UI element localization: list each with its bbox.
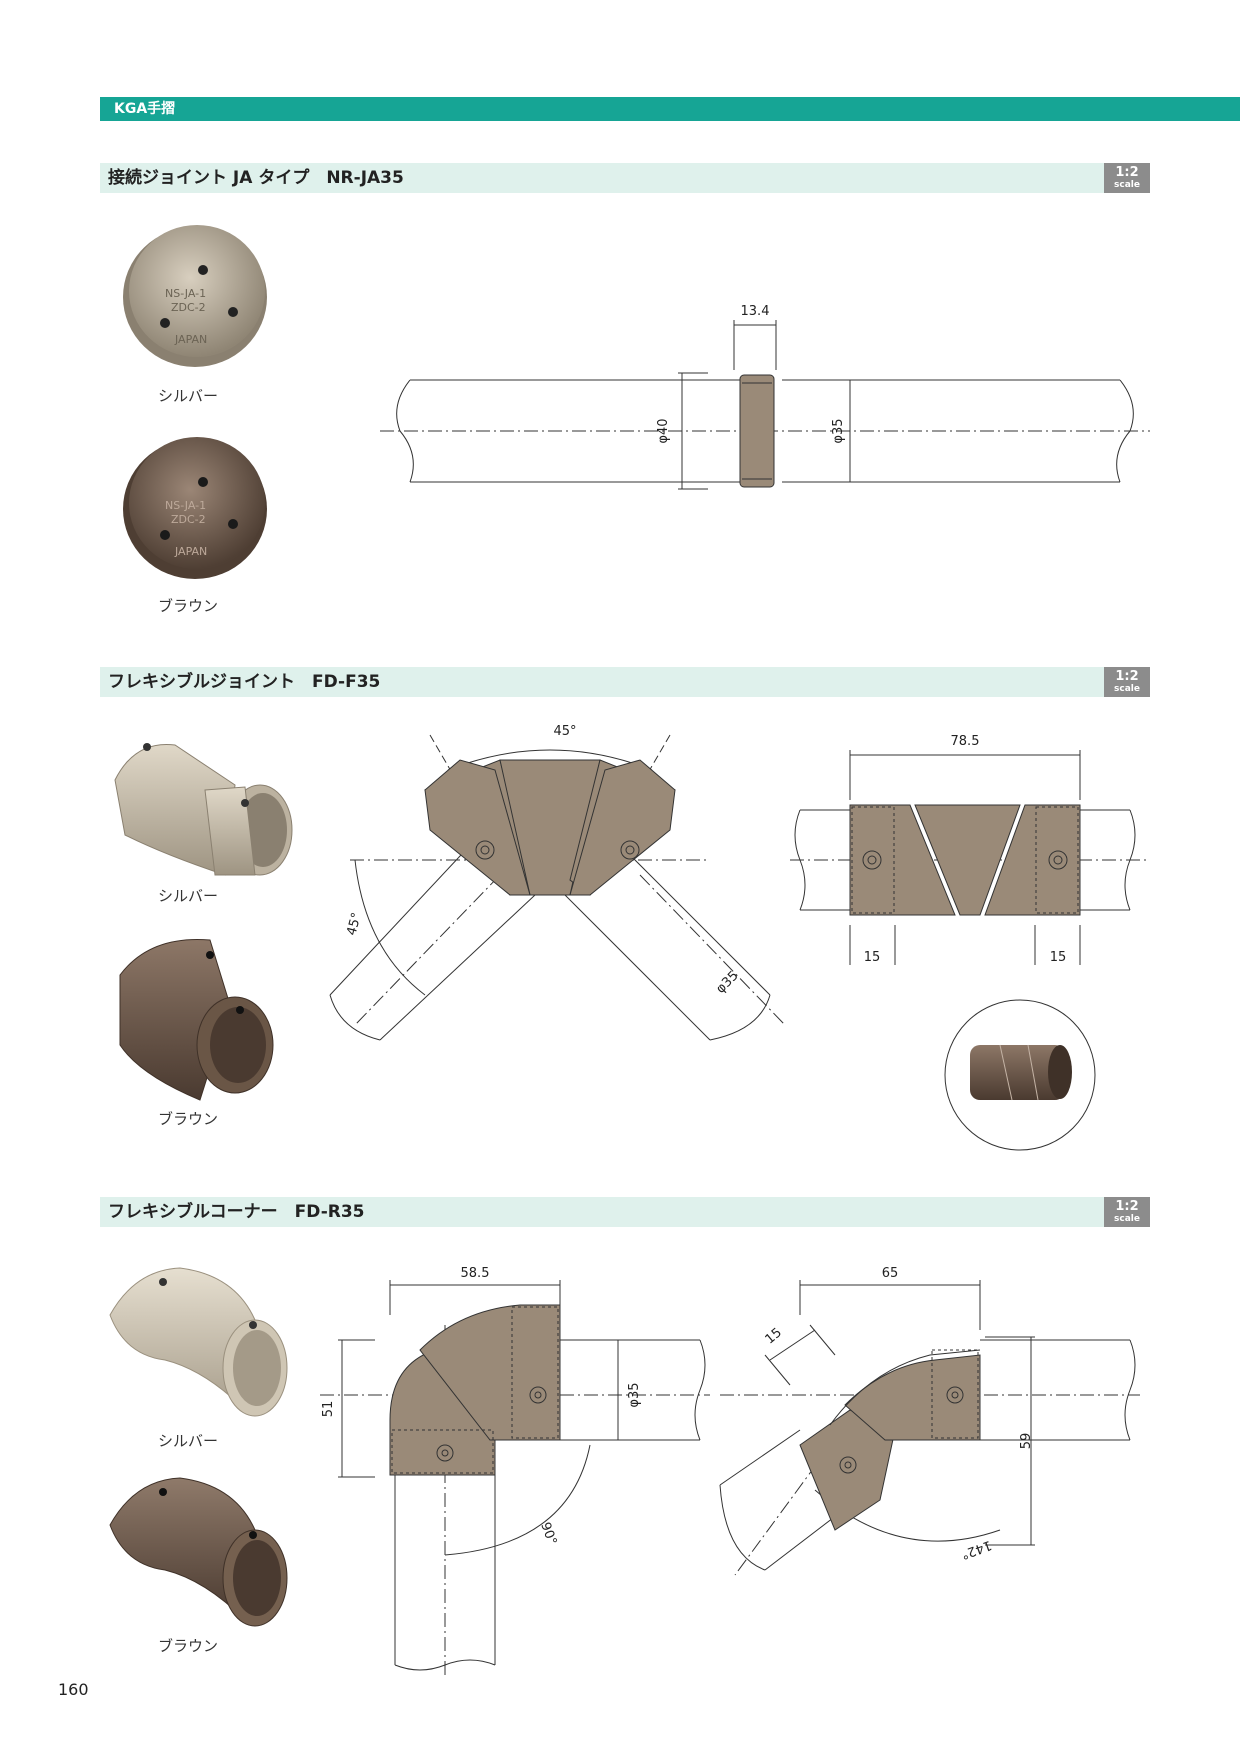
technical-drawing-f35-angle: 45° 45° φ35 bbox=[329, 724, 786, 1041]
dim-end-left: 15 bbox=[864, 950, 881, 965]
section-title: 接続ジョイント JA タイプ NR-JA35 bbox=[108, 168, 404, 188]
variant-label-silver: シルバー bbox=[158, 887, 219, 905]
variant-label-brown: ブラウン bbox=[158, 1637, 219, 1655]
scale-unit: scale bbox=[1114, 684, 1140, 694]
dim-end-right: 15 bbox=[1050, 950, 1067, 965]
dim-height-b: 59 bbox=[1019, 1433, 1034, 1450]
product-photo-brown bbox=[119, 938, 274, 1101]
page-number: 160 bbox=[58, 1680, 89, 1699]
svg-text:ZDC-2: ZDC-2 bbox=[171, 513, 206, 526]
scale-ratio: 1:2 bbox=[1115, 165, 1139, 180]
svg-text:ZDC-2: ZDC-2 bbox=[171, 301, 206, 314]
section-header-f35: フレキシブルジョイント FD-F35 1:2 scale bbox=[100, 667, 1150, 697]
dim-end-b: 15 bbox=[763, 1325, 785, 1347]
technical-drawing-f35-straight: 78.5 15 15 bbox=[790, 734, 1150, 965]
scale-ratio: 1:2 bbox=[1115, 1199, 1139, 1214]
scale-badge: 1:2 scale bbox=[1104, 1197, 1150, 1227]
scale-badge: 1:2 scale bbox=[1104, 163, 1150, 193]
variant-label-silver: シルバー bbox=[158, 1432, 219, 1450]
dim-pipe-dia: φ35 bbox=[713, 968, 741, 996]
technical-drawing-r35-142: 65 15 59 142° bbox=[719, 1266, 1140, 1576]
scale-badge: 1:2 scale bbox=[1104, 667, 1150, 697]
dim-angle-b: 142° bbox=[959, 1537, 994, 1562]
category-label: KGA手摺 bbox=[114, 101, 176, 117]
dim-angle-top: 45° bbox=[553, 724, 576, 739]
product-photo-brown bbox=[109, 1477, 288, 1627]
category-header: KGA手摺 bbox=[100, 97, 1240, 121]
section-title: フレキシブルジョイント FD-F35 bbox=[108, 672, 381, 692]
section-header-r35: フレキシブルコーナー FD-R35 1:2 scale bbox=[100, 1197, 1150, 1227]
technical-drawing-ja35: 13.4 φ40 φ35 bbox=[380, 304, 1150, 490]
variant-label-brown: ブラウン bbox=[158, 1110, 219, 1128]
svg-text:JAPAN: JAPAN bbox=[174, 333, 207, 346]
product-photo-silver: NS-JA-1 ZDC-2 JAPAN bbox=[123, 225, 267, 367]
dim-pipe-dia: φ35 bbox=[831, 418, 846, 443]
section-header-ja35: 接続ジョイント JA タイプ NR-JA35 1:2 scale bbox=[100, 163, 1150, 193]
dim-width-a: 58.5 bbox=[461, 1266, 490, 1281]
scale-unit: scale bbox=[1114, 180, 1140, 190]
product-photo-brown: NS-JA-1 ZDC-2 JAPAN bbox=[123, 437, 267, 579]
technical-drawing-r35-90: 58.5 51 φ35 90° bbox=[320, 1266, 710, 1675]
svg-text:NS-JA-1: NS-JA-1 bbox=[165, 287, 206, 300]
svg-text:NS-JA-1: NS-JA-1 bbox=[165, 499, 206, 512]
dim-pipe-dia: φ35 bbox=[627, 1382, 642, 1407]
product-photo-silver bbox=[114, 743, 293, 876]
dim-length: 78.5 bbox=[951, 734, 980, 749]
dim-width: 13.4 bbox=[741, 304, 770, 319]
variant-label-brown: ブラウン bbox=[158, 597, 219, 615]
dim-outer-dia: φ40 bbox=[656, 418, 671, 443]
product-photo-silver bbox=[109, 1267, 288, 1417]
scale-ratio: 1:2 bbox=[1115, 669, 1139, 684]
svg-text:JAPAN: JAPAN bbox=[174, 545, 207, 558]
dim-height-a: 51 bbox=[321, 1401, 336, 1418]
dim-width-b: 65 bbox=[882, 1266, 899, 1281]
variant-label-silver: シルバー bbox=[158, 387, 219, 405]
dim-angle-a: 90° bbox=[537, 1520, 559, 1547]
section-title: フレキシブルコーナー FD-R35 bbox=[108, 1202, 365, 1222]
dim-angle-left: 45° bbox=[344, 911, 364, 937]
inset-photo-detail bbox=[944, 999, 1096, 1151]
scale-unit: scale bbox=[1114, 1214, 1140, 1224]
